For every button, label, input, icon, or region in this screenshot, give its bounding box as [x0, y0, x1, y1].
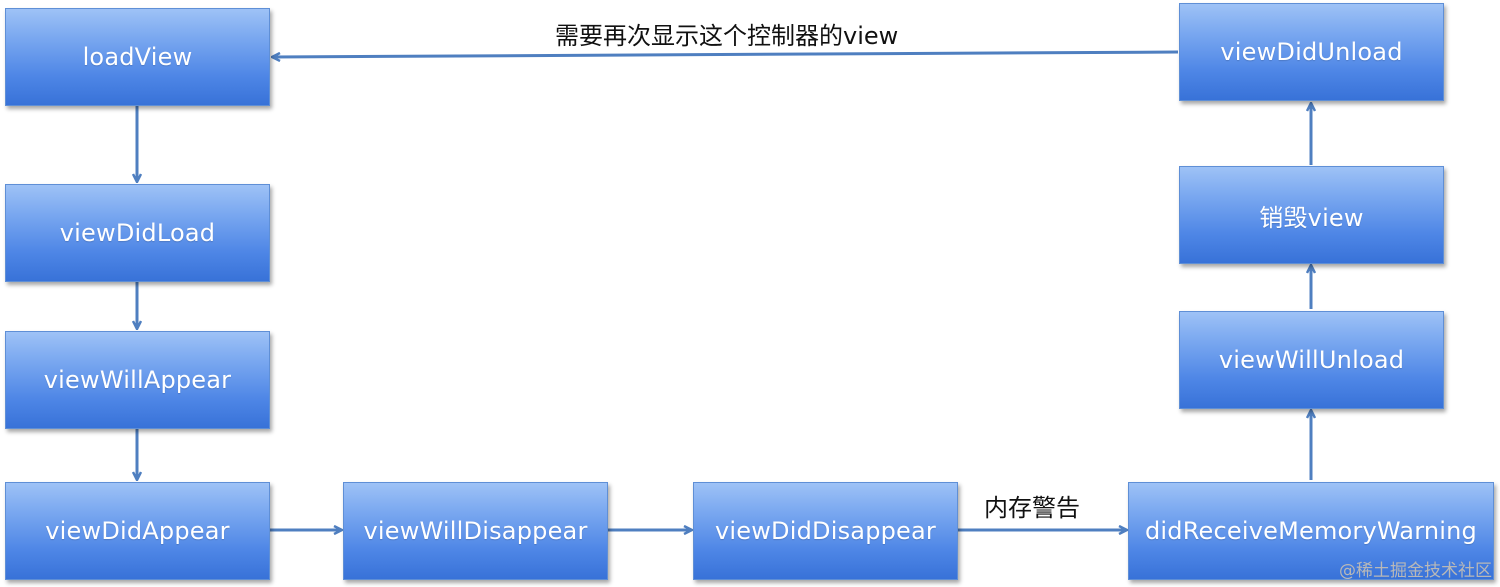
node-did-receive-memory-warning: didReceiveMemoryWarning: [1128, 482, 1494, 580]
node-view-did-load-label: viewDidLoad: [59, 219, 216, 247]
node-view-will-disappear: viewWillDisappear: [343, 482, 608, 580]
node-did-receive-memory-warning-label: didReceiveMemoryWarning: [1145, 517, 1477, 545]
memory-warning-label: 内存警告: [984, 494, 1080, 522]
node-view-did-disappear-label: viewDidDisappear: [714, 517, 937, 545]
node-view-did-disappear: viewDidDisappear: [693, 482, 958, 580]
node-load-view: loadView: [5, 8, 270, 106]
node-view-did-load: viewDidLoad: [5, 184, 270, 282]
node-load-view-label: loadView: [82, 43, 193, 71]
node-view-will-appear-label: viewWillAppear: [43, 366, 232, 394]
watermark-text: @稀土掘金技术社区: [1339, 561, 1492, 581]
node-view-will-appear: viewWillAppear: [5, 331, 270, 429]
node-view-did-appear: viewDidAppear: [5, 482, 270, 580]
node-view-did-unload: viewDidUnload: [1179, 3, 1444, 101]
node-view-did-appear-label: viewDidAppear: [45, 517, 230, 545]
node-view-will-unload-label: viewWillUnload: [1218, 346, 1405, 374]
arrow-viewdidunload-to-loadview: [273, 50, 1179, 57]
node-view-will-disappear-label: viewWillDisappear: [363, 517, 588, 545]
node-view-will-unload: viewWillUnload: [1179, 311, 1444, 409]
node-destroy-view: 销毁view: [1179, 166, 1444, 264]
redisplay-view-label: 需要再次显示这个控制器的view: [555, 22, 899, 50]
node-view-did-unload-label: viewDidUnload: [1220, 38, 1403, 66]
node-destroy-view-label: 销毁view: [1259, 203, 1364, 232]
